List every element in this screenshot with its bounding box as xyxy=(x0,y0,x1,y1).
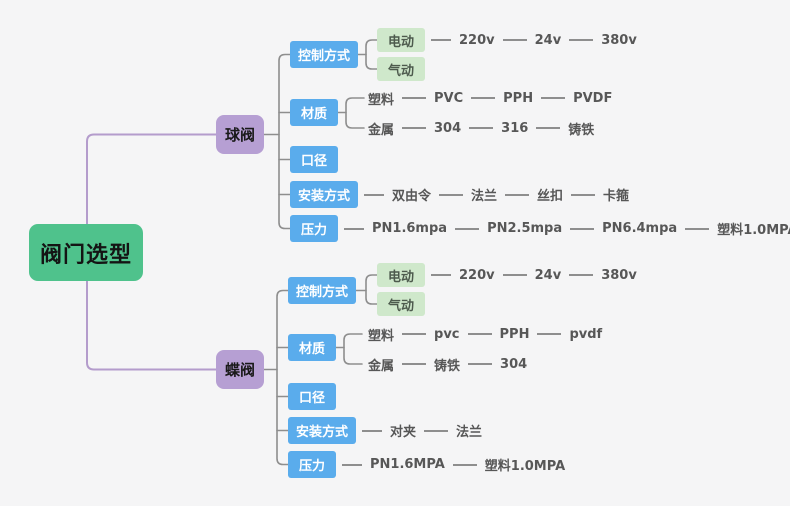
connector-dash xyxy=(431,39,451,41)
connector-dash xyxy=(685,227,710,230)
leaf-material-group[interactable]: 金属 xyxy=(368,358,395,374)
leaf-pressure[interactable]: PN2.5mpa xyxy=(487,221,563,236)
butterfly-metal-chain: 金属 铸铁 304 xyxy=(368,352,527,376)
connector-dash xyxy=(471,97,496,99)
butterfly-category-control-mode[interactable]: 控制方式 xyxy=(288,277,356,304)
leaf-voltage[interactable]: 24v xyxy=(534,32,562,48)
connector-dash xyxy=(344,227,364,230)
ball-install-chain: 双由令 法兰 丝扣 卡箍 xyxy=(358,183,629,207)
ball-metal-chain: 金属 304 316 铸铁 xyxy=(368,116,594,140)
leaf-install[interactable]: 丝扣 xyxy=(537,189,564,204)
leaf-install[interactable]: 对夹 xyxy=(390,425,417,440)
butterfly-install-chain: 对夹 法兰 xyxy=(356,419,482,443)
ball-category-pressure[interactable]: 压力 xyxy=(290,215,338,242)
branch-node-ball-valve[interactable]: 球阀 xyxy=(216,115,264,154)
connector-dash xyxy=(439,193,464,196)
connector-dash xyxy=(536,127,561,129)
leaf-material[interactable]: 316 xyxy=(501,120,529,136)
leaf-pressure[interactable]: PN6.4mpa xyxy=(602,221,678,236)
connector-dash xyxy=(467,333,492,335)
leaf-material[interactable]: PVC xyxy=(434,90,464,106)
ball-category-control-mode[interactable]: 控制方式 xyxy=(290,41,358,68)
connector-dash xyxy=(342,463,362,466)
branch-node-butterfly-valve[interactable]: 蝶阀 xyxy=(216,350,264,389)
connector-dash xyxy=(468,363,493,365)
leaf-material[interactable]: pvc xyxy=(434,326,460,342)
leaf-voltage[interactable]: 220v xyxy=(459,32,495,48)
leaf-material[interactable]: pvdf xyxy=(569,326,603,342)
ball-category-diameter[interactable]: 口径 xyxy=(290,146,338,173)
connector-dash xyxy=(505,193,530,196)
leaf-pressure[interactable]: PN1.6mpa xyxy=(372,221,448,236)
leaf-pressure[interactable]: PN1.6MPA xyxy=(370,457,445,472)
ball-pressure-chain: PN1.6mpa PN2.5mpa PN6.4mpa 塑料1.0MPA xyxy=(338,217,790,241)
ball-plastic-chain: 塑料 PVC PPH PVDF xyxy=(368,86,612,110)
root-node-valve-selection[interactable]: 阀门选型 xyxy=(29,224,143,281)
leaf-voltage[interactable]: 24v xyxy=(534,267,562,283)
ball-leaf-electric[interactable]: 电动 xyxy=(377,28,425,52)
connector-dash xyxy=(455,227,480,230)
connector-dash xyxy=(571,193,596,196)
leaf-pressure[interactable]: 塑料1.0MPA xyxy=(484,459,566,474)
connector-dash xyxy=(569,274,594,276)
butterfly-voltage-chain: 220v 24v 380v xyxy=(425,263,637,287)
connector-dash xyxy=(570,227,595,230)
leaf-voltage[interactable]: 220v xyxy=(459,267,495,283)
leaf-material[interactable]: 铸铁 xyxy=(434,358,461,374)
ball-category-install-method[interactable]: 安装方式 xyxy=(290,181,358,208)
leaf-install[interactable]: 法兰 xyxy=(456,425,483,440)
leaf-voltage[interactable]: 380v xyxy=(601,267,637,283)
leaf-material[interactable]: PPH xyxy=(499,326,530,342)
ball-leaf-pneumatic[interactable]: 气动 xyxy=(377,57,425,81)
connector-dash xyxy=(569,39,594,41)
leaf-voltage[interactable]: 380v xyxy=(601,32,637,48)
connector-dash xyxy=(541,97,566,99)
ball-valve-connectors xyxy=(263,39,378,230)
leaf-install[interactable]: 双由令 xyxy=(392,189,432,204)
connector-dash xyxy=(402,97,427,99)
connector-dash xyxy=(537,333,562,335)
butterfly-plastic-chain: 塑料 pvc PPH pvdf xyxy=(368,322,602,346)
butterfly-category-pressure[interactable]: 压力 xyxy=(288,451,336,478)
connector-dash xyxy=(452,463,477,466)
leaf-material-group[interactable]: 塑料 xyxy=(368,92,395,108)
leaf-material[interactable]: PPH xyxy=(503,90,534,106)
leaf-material-group[interactable]: 塑料 xyxy=(368,328,395,344)
butterfly-category-diameter[interactable]: 口径 xyxy=(288,383,336,410)
leaf-install[interactable]: 卡箍 xyxy=(603,189,630,204)
connector-dash xyxy=(402,127,427,129)
butterfly-leaf-pneumatic[interactable]: 气动 xyxy=(377,292,425,316)
butterfly-pressure-chain: PN1.6MPA 塑料1.0MPA xyxy=(336,453,565,477)
connector-dash xyxy=(502,39,527,41)
leaf-material[interactable]: 铸铁 xyxy=(568,122,595,138)
ball-voltage-chain: 220v 24v 380v xyxy=(425,28,637,52)
butterfly-valve-connectors xyxy=(263,274,378,466)
butterfly-category-install-method[interactable]: 安装方式 xyxy=(288,417,356,444)
leaf-install[interactable]: 法兰 xyxy=(471,189,498,204)
connector-dash xyxy=(402,333,427,335)
connector-dash xyxy=(402,363,427,365)
ball-category-material[interactable]: 材质 xyxy=(290,99,338,126)
leaf-material[interactable]: PVDF xyxy=(573,90,613,106)
connector-dash xyxy=(469,127,494,129)
butterfly-leaf-electric[interactable]: 电动 xyxy=(377,263,425,287)
connector-dash xyxy=(431,274,451,276)
connector-dash xyxy=(424,429,449,432)
butterfly-category-material[interactable]: 材质 xyxy=(288,334,336,361)
leaf-material[interactable]: 304 xyxy=(500,356,528,372)
leaf-pressure[interactable]: 塑料1.0MPA xyxy=(717,223,790,238)
connector-dash xyxy=(364,193,384,196)
leaf-material-group[interactable]: 金属 xyxy=(368,122,395,138)
leaf-material[interactable]: 304 xyxy=(434,120,462,136)
connector-dash xyxy=(362,429,382,432)
connector-dash xyxy=(502,274,527,276)
